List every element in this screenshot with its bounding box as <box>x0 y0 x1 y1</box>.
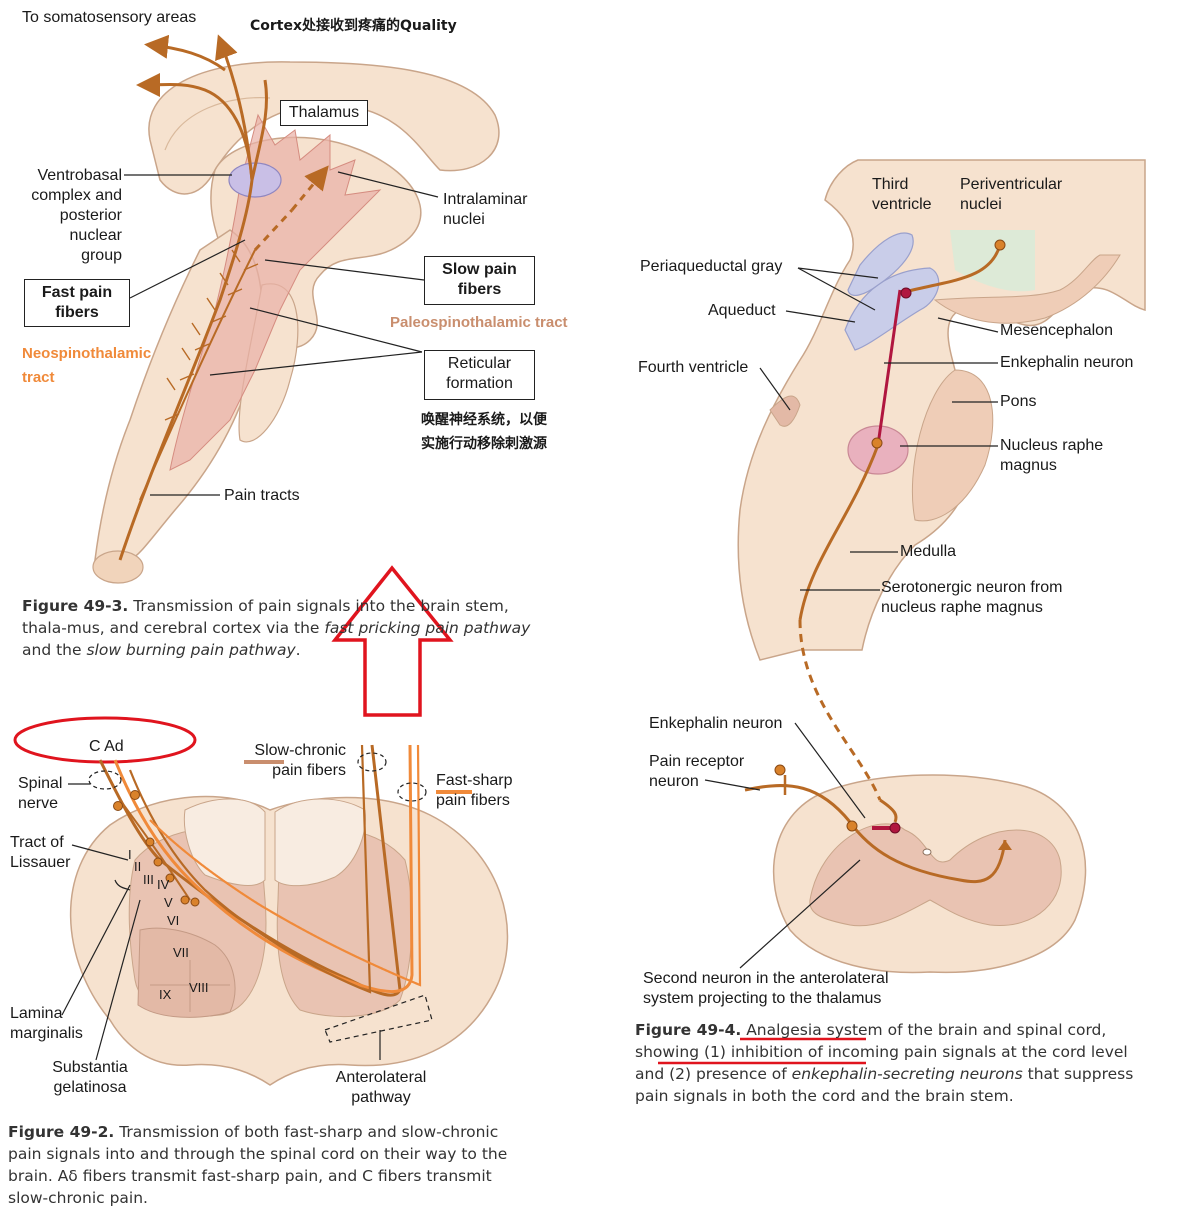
reticular-branches <box>164 249 259 421</box>
label-aqueduct: Aqueduct <box>708 302 776 319</box>
label-serotonergic: Serotonergic neuron from nucleus raphe m… <box>881 579 1063 616</box>
caption-49-4-italic: enkephalin-secreting neurons <box>791 1065 1023 1083</box>
label-c-ad: C Ad <box>89 738 124 755</box>
label-third-ventricle: Third ventricle <box>872 176 932 213</box>
leaders-bottom <box>61 783 381 1061</box>
lamina-III: III <box>143 872 154 887</box>
lamina-VIII: VIII <box>189 980 209 995</box>
label-nucleus-raphe: Nucleus raphe magnus <box>1000 437 1104 474</box>
label-enkephalin-neuron-top: Enkephalin neuron <box>1000 354 1134 371</box>
label-fourth-ventricle: Fourth ventricle <box>638 359 749 376</box>
box-fast-pain: Fast pain fibers <box>24 279 130 327</box>
caption-49-4-text-c: that suppress pain signals in both the c… <box>635 1065 1134 1105</box>
slow-legend-swatch <box>244 760 284 764</box>
lamina-II: II <box>134 859 142 874</box>
label-anterolateral-pathway: Anterolateral pathway <box>335 1069 427 1106</box>
caption-49-4-underlined-2: inhibition of incoming pain <box>730 1043 938 1061</box>
caption-figure-49-2: Figure 49-2. Transmission of both fast-s… <box>8 1121 528 1209</box>
label-spinal-nerve: Spinal nerve <box>18 775 63 812</box>
label-substantia-gelatinosa: Substantia gelatinosa <box>52 1059 128 1096</box>
note-cortex-quality: Cortex处接收到疼痛的Quality <box>250 18 457 34</box>
lamina-IV: IV <box>157 877 170 892</box>
fast-legend-swatch <box>436 790 472 794</box>
box-reticular: Reticular formation <box>424 350 535 400</box>
spinal-cord-section <box>69 795 509 1086</box>
caption-49-4-text-a: of the brain and spinal cord, showing (1… <box>635 1021 1107 1061</box>
label-neospinothalamic: Neospinothalamic tract <box>22 345 152 386</box>
label-intralaminar: Intralaminar nuclei <box>443 191 528 228</box>
lamina-VI: VI <box>167 913 180 928</box>
label-fast-sharp: Fast-sharp pain fibers <box>436 772 513 809</box>
caption-49-3-italic-2: slow burning pain pathway <box>86 641 296 659</box>
label-mesencephalon: Mesencephalon <box>1000 322 1113 339</box>
synapse-dots <box>113 790 200 907</box>
lamina-IX: IX <box>159 987 172 1002</box>
label-paleospinothalamic: Paleospinothalamic tract <box>390 314 568 331</box>
label-periventricular: Periventricular nuclei <box>960 176 1063 213</box>
leaders-top <box>124 171 439 496</box>
caption-49-4-text-b: signals at the cord level and (2) presen… <box>635 1043 1128 1083</box>
label-tract-lissauer: Tract of Lissauer <box>10 834 71 871</box>
label-pons: Pons <box>1000 393 1037 410</box>
caption-49-3-italic-1: fast pricking pain pathway <box>324 619 531 637</box>
caption-49-3-number: Figure 49-3. <box>22 597 129 615</box>
label-pain-tracts: Pain tracts <box>224 487 300 504</box>
lamina-I: I <box>128 847 132 862</box>
label-lamina-marginalis: Lamina marginalis <box>10 1005 83 1042</box>
lamina-V: V <box>164 895 173 910</box>
label-second-neuron: Second neuron in the anterolateral syste… <box>643 970 889 1007</box>
label-to-somatosensory: To somatosensory areas <box>22 9 197 26</box>
caption-49-3-text-c: . <box>295 641 301 659</box>
box-slow-pain: Slow pain fibers <box>424 256 535 305</box>
caption-49-3-text-a: Transmission of pain signals into the br… <box>22 597 509 637</box>
label-enkephalin-neuron-cord: Enkephalin neuron <box>649 715 783 732</box>
pain-fibers-cord <box>98 744 422 997</box>
label-ventrobasal: Ventrobasal complex and posterior nuclea… <box>31 167 122 264</box>
red-circle-c-ad <box>13 716 197 764</box>
red-up-arrow <box>331 565 454 717</box>
note-reticular-chinese: 唤醒神经系统，以便 实施行动移除刺激源 <box>421 412 547 452</box>
leaders-right <box>704 267 999 969</box>
box-thalamus: Thalamus <box>280 100 368 126</box>
label-medulla: Medulla <box>900 543 957 560</box>
caption-49-4-number: Figure 49-4. <box>635 1021 742 1039</box>
label-pain-receptor: Pain receptor neuron <box>649 753 745 790</box>
caption-figure-49-3: Figure 49-3. Transmission of pain signal… <box>22 595 542 661</box>
label-slow-chronic: Slow-chronic pain fibers <box>254 742 346 779</box>
caption-49-3-text-b: and the <box>22 641 87 659</box>
caption-49-2-text: Transmission of both fast-sharp and slow… <box>8 1123 508 1207</box>
label-periaqueductal: Periaqueductal gray <box>640 258 783 275</box>
caption-49-4-underlined-1: Analgesia system <box>746 1021 883 1039</box>
caption-49-2-number: Figure 49-2. <box>8 1123 115 1141</box>
caption-figure-49-4: Figure 49-4. Analgesia system of the bra… <box>635 1019 1155 1107</box>
lamina-VII: VII <box>173 945 189 960</box>
pain-zone-pink <box>169 113 382 471</box>
